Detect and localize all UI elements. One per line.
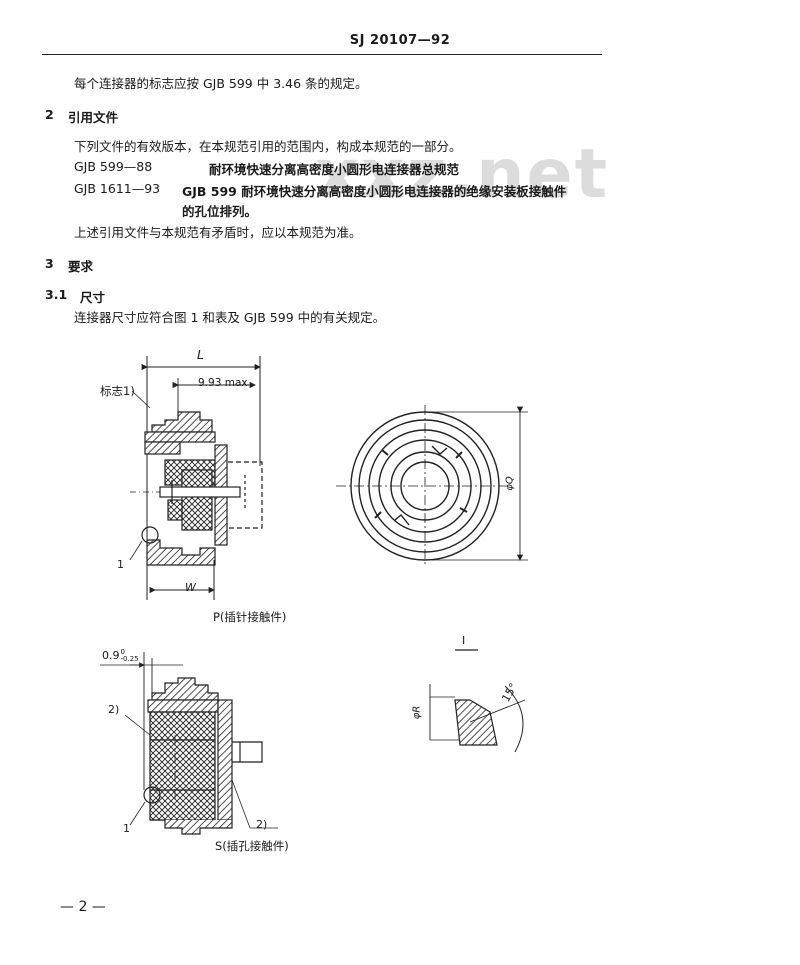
document-header: SJ 20107—92 [349, 33, 451, 48]
ref-2-title: GJB 599 耐环境快速分离高密度小圆形电连接器的绝缘安装板接触件 [182, 184, 567, 199]
dim-label-phiQ: φQ [504, 476, 516, 491]
ref-1-title: 耐环境快速分离高密度小圆形电连接器总规范 [209, 162, 460, 177]
intro-line: 每个连接器的标志应按 GJB 599 中 3.46 条的规定。 [74, 76, 368, 91]
ref-2-code: GJB 1611—93 [74, 181, 161, 196]
callout-2-right: 2) [256, 818, 268, 831]
detail-i-view [429, 649, 526, 753]
ref-2-title-cont: 的孔位排列。 [182, 204, 258, 219]
section-3-number: 3 [45, 256, 54, 271]
section-2-intro: 下列文件的有效版本，在本规范引用的范围内，构成本规范的一部分。 [74, 139, 462, 154]
section-2-number: 2 [45, 107, 54, 122]
detail-label-I: I [462, 634, 466, 647]
section-2-note: 上述引用文件与本规范有矛盾时，应以本规范为准。 [74, 225, 362, 240]
header-rule [42, 54, 602, 55]
ref-1-code: GJB 599—88 [74, 159, 153, 174]
callout-2-left: 2) [108, 703, 120, 716]
mark-label: 标志1) [100, 384, 135, 398]
section-3-1-text: 连接器尺寸应符合图 1 和表及 GJB 599 中的有关规定。 [74, 310, 386, 325]
section-3-1-title: 尺寸 [80, 290, 106, 305]
socket-connector-side-view [100, 652, 278, 835]
pin-connector-side-view [129, 356, 263, 600]
section-3-1-number: 3.1 [45, 287, 68, 302]
dim-label-L: L [197, 347, 204, 362]
section-2-title: 引用文件 [68, 110, 119, 125]
pin-connector-end-view [336, 405, 528, 566]
callout-1-top: 1 [117, 558, 124, 571]
callout-1-bottom: 1 [123, 822, 130, 835]
section-3-title: 要求 [68, 259, 94, 274]
dim-label-993: 9.93 max [198, 377, 248, 389]
watermark: xxz.net [315, 135, 610, 214]
dim-label-phiR: φR [411, 705, 423, 720]
page-number: — 2 — [60, 899, 106, 915]
caption-socket-connector: S(插孔接触件) [215, 839, 289, 853]
dim-label-W: W [185, 581, 196, 594]
caption-pin-connector: P(插针接触件) [213, 610, 287, 624]
